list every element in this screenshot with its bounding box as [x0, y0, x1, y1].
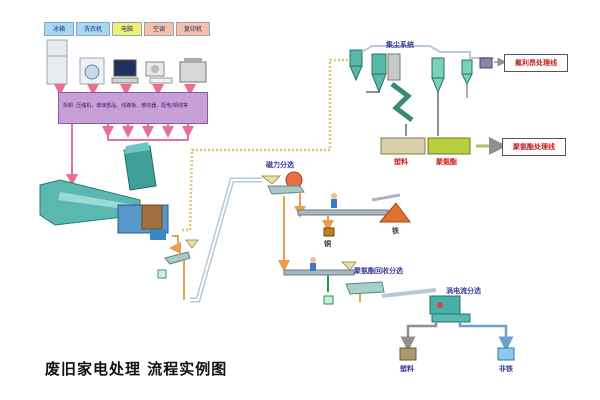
category-computer: 电脑: [112, 22, 142, 36]
screw-conveyor: [390, 82, 414, 122]
fan-icon: [479, 57, 493, 69]
category-air-conditioner: 空调: [144, 22, 174, 36]
pu-separator: [345, 281, 385, 295]
plastic-label-top: 塑料: [394, 158, 408, 166]
iron-chute: [371, 193, 401, 202]
cyclone-1: [349, 49, 363, 82]
worker-1: [331, 193, 337, 208]
eddy-left: [400, 322, 438, 352]
category-copier: 复印机: [176, 22, 210, 36]
cyclone-3: [431, 57, 445, 94]
pu-label-top: 聚氨酯: [436, 158, 457, 166]
elevator-pipe-inner: [190, 179, 262, 301]
pu-recovery-label: 聚氨酯回收分选: [354, 267, 403, 275]
shredder-machine: [39, 142, 169, 240]
magnetic-conveyor: [267, 185, 305, 195]
worker-2: [310, 257, 316, 271]
iron-label: 铁: [392, 227, 399, 235]
washing-machine-icon: [79, 57, 105, 85]
pu-belt: [283, 269, 355, 276]
pu-block-top: [427, 137, 471, 155]
dust-duct: [182, 58, 352, 232]
output-arrows: [66, 124, 194, 186]
filter-tower: [387, 53, 401, 81]
diagram-title: 废旧家电处理 流程实例图: [45, 360, 228, 378]
orange-chute: [169, 235, 181, 254]
iron-pile: [378, 202, 411, 223]
air-conditioner-icon: [145, 61, 173, 84]
magnetic-hopper: [260, 175, 282, 185]
sorting-belt: [297, 209, 389, 216]
copier-icon: [179, 58, 207, 83]
eddy-separator: [429, 295, 471, 323]
category-refrigerator: 冰箱: [44, 22, 74, 36]
copper-bin: [323, 227, 335, 237]
copper-label: 铜: [324, 240, 331, 248]
plastic-label-bottom: 塑料: [400, 365, 414, 373]
cyclone-4: [461, 59, 473, 86]
disassembly-box: 拆卸: 压缩机、玻璃部品、线路板、散热器、配电/铜线等: [58, 92, 208, 124]
plastic-block-top: [380, 137, 426, 155]
eddy-pipe: [381, 288, 437, 298]
magnetic-label: 磁力分选: [266, 161, 294, 169]
pu-hopper: [340, 261, 357, 271]
pu-line-box: 聚氨酯处理线: [502, 138, 566, 156]
cyclone-2: [371, 53, 387, 94]
nonferrous-bin: [497, 347, 515, 361]
input-arrows: [54, 84, 196, 96]
nonferrous-label: 非铁: [499, 365, 513, 373]
computer-icon: [111, 59, 139, 84]
conveyor-small: [157, 251, 191, 279]
refrigerator-icon: [46, 39, 68, 85]
plastic-bin-bottom: [399, 347, 417, 361]
green-bin: [323, 295, 334, 305]
freon-line-box: 氟利昂处理线: [504, 54, 568, 72]
eddy-right: [458, 322, 514, 352]
dust-duct-top: [361, 45, 494, 59]
category-washing-machine: 洗衣机: [76, 22, 110, 36]
eddy-label: 涡电流分选: [446, 287, 481, 295]
dust-system-label: 集尘系统: [386, 41, 414, 49]
hopper-1: [185, 239, 199, 249]
